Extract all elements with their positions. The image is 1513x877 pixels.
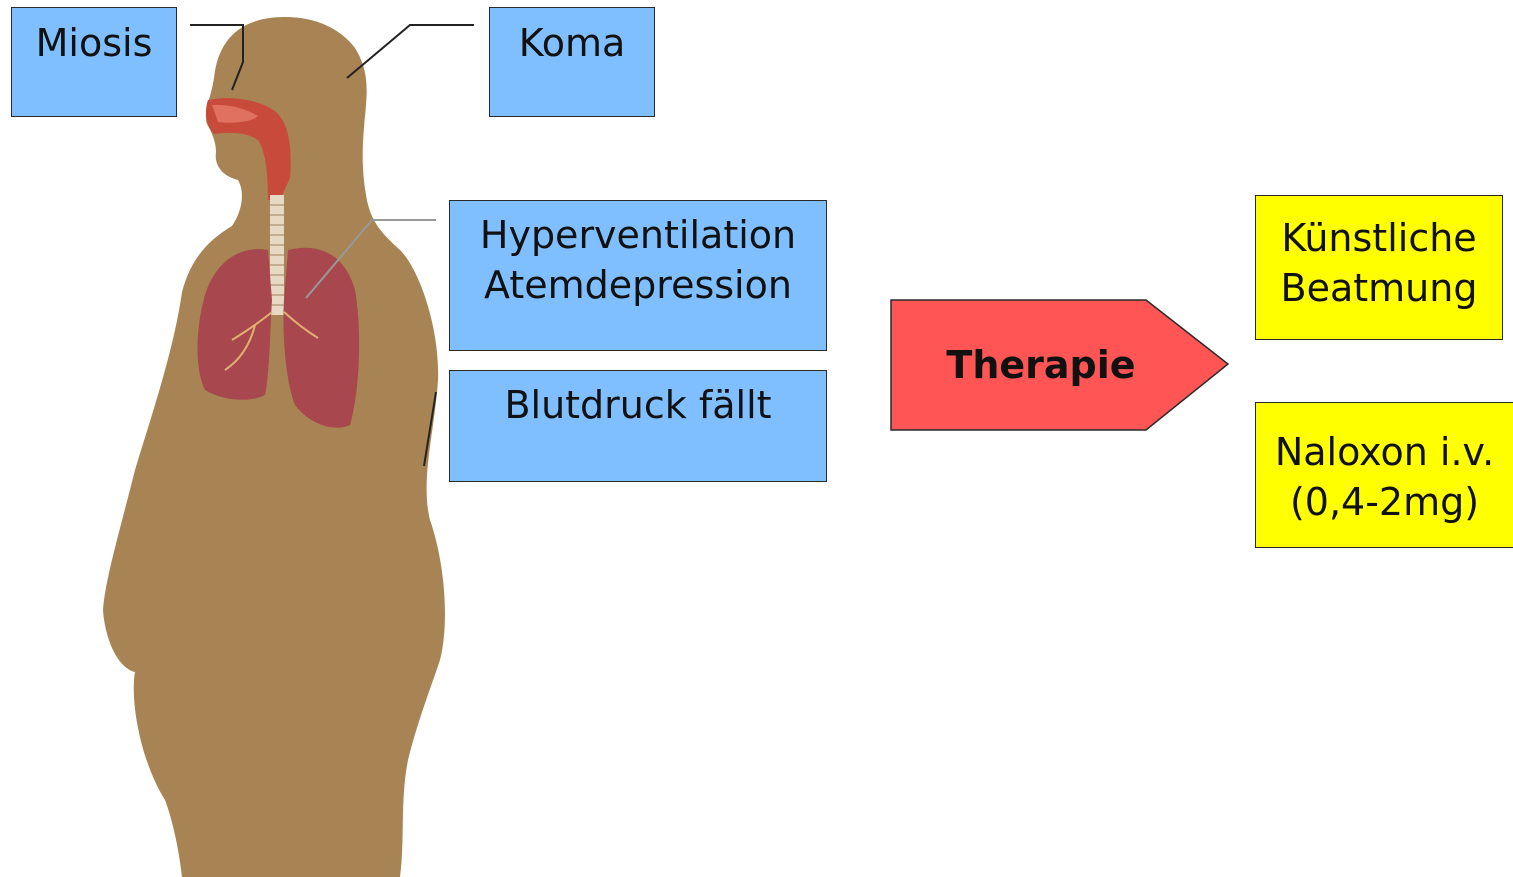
blutdruck-box: Blutdruck fällt bbox=[449, 370, 827, 482]
naloxon-box: Naloxon i.v. (0,4-2mg) bbox=[1255, 402, 1513, 548]
miosis-box: Miosis bbox=[11, 7, 177, 117]
koma-box: Koma bbox=[489, 7, 655, 117]
kuenstliche-beatmung-box: Künstliche Beatmung bbox=[1255, 195, 1503, 340]
blutdruck-label: Blutdruck fällt bbox=[450, 380, 826, 430]
right-lung bbox=[283, 248, 359, 428]
kuenstliche-label: Künstliche bbox=[1256, 213, 1502, 263]
therapy-arrow-label: Therapie bbox=[891, 340, 1191, 390]
naloxon-dose-label: (0,4-2mg) bbox=[1256, 477, 1513, 527]
hyperventilation-box: Hyperventilation Atemdepression bbox=[449, 200, 827, 351]
beatmung-label: Beatmung bbox=[1256, 263, 1502, 313]
naloxon-label: Naloxon i.v. bbox=[1256, 427, 1513, 477]
koma-leader-line bbox=[347, 25, 474, 78]
miosis-label: Miosis bbox=[12, 18, 176, 68]
hyperventilation-label: Hyperventilation bbox=[450, 210, 826, 260]
koma-label: Koma bbox=[490, 18, 654, 68]
atemdepression-label: Atemdepression bbox=[450, 260, 826, 310]
